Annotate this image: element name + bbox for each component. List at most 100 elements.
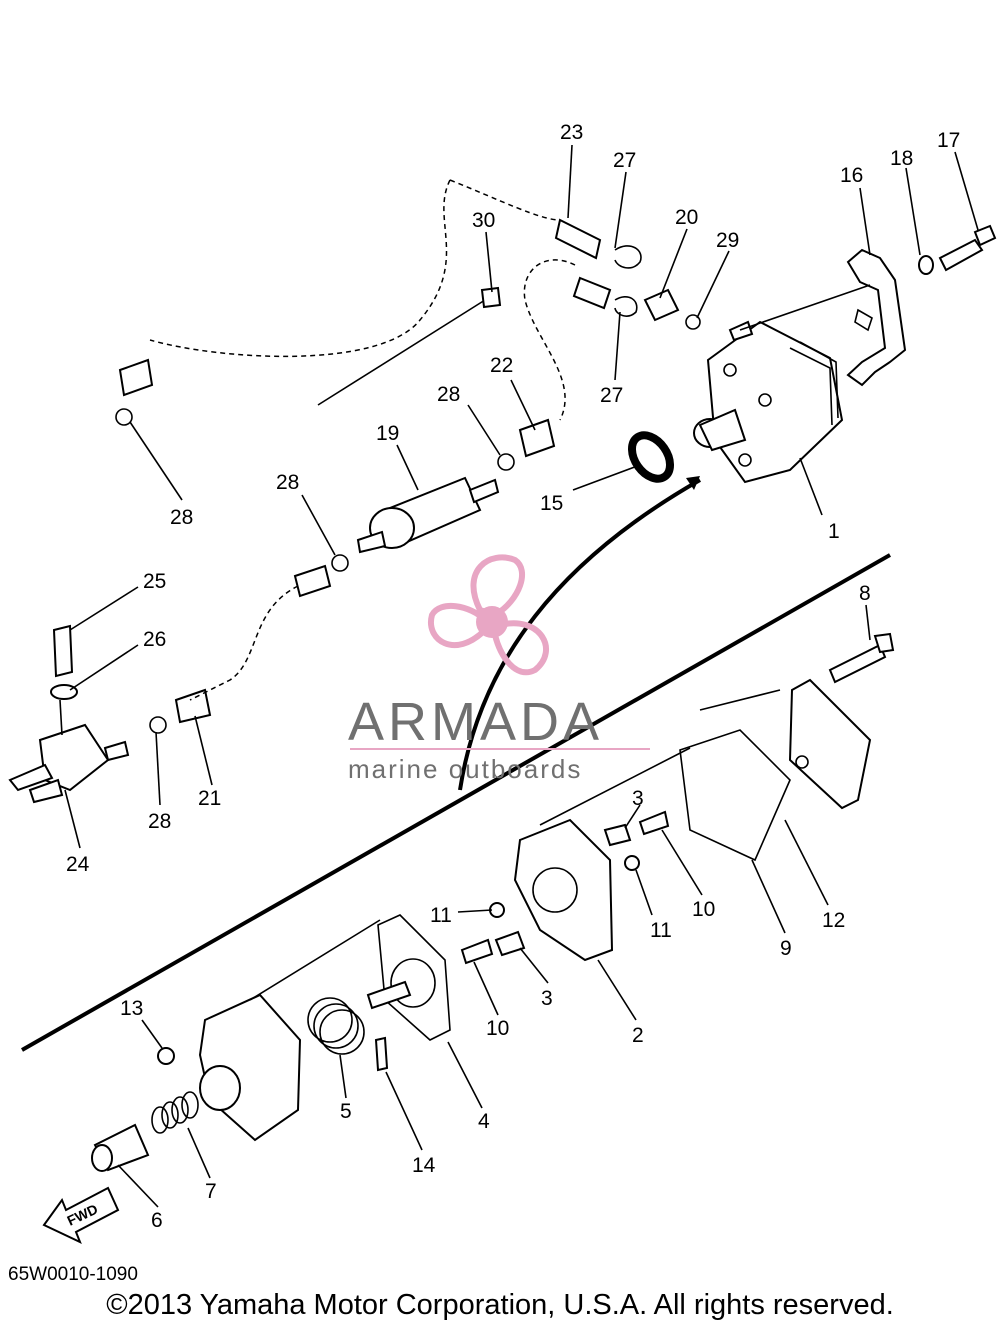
part-label-4: 4 <box>478 1110 490 1133</box>
washer-18 <box>918 255 934 275</box>
clip-28-filter-left <box>331 554 349 572</box>
copyright-notice: ©2013 Yamaha Motor Corporation, U.S.A. A… <box>106 1289 894 1321</box>
part-label-8: 8 <box>859 582 871 605</box>
cable-tie-head <box>480 286 502 309</box>
part-label-28-lower: 28 <box>148 810 171 833</box>
part-label-21: 21 <box>198 787 221 810</box>
part-label-2: 2 <box>632 1024 644 1047</box>
part-label-26: 26 <box>143 628 166 651</box>
pump-housing <box>513 818 614 962</box>
plunger-6-end <box>91 1144 113 1172</box>
nut-13 <box>157 1047 175 1065</box>
part-label-14: 14 <box>412 1154 436 1177</box>
part-label-19: 19 <box>376 422 399 445</box>
part-label-11-left: 11 <box>430 904 452 927</box>
screw-8-head <box>873 632 895 654</box>
nut-11-lower <box>489 902 505 918</box>
part-label-28-middle: 28 <box>276 471 299 494</box>
part-label-6: 6 <box>151 1209 163 1232</box>
part-label-27-lower: 27 <box>600 384 623 407</box>
part-label-30: 30 <box>472 209 495 232</box>
hose-mid <box>293 564 332 598</box>
part-label-28-upper-left: 28 <box>170 506 193 529</box>
valve-3-upper <box>603 823 632 847</box>
clip-28-lower <box>149 716 167 734</box>
hose-upper <box>572 276 612 310</box>
part-label-3-lower: 3 <box>541 987 553 1010</box>
watermark-tagline: marine outboards <box>348 754 582 784</box>
part-label-28-center: 28 <box>437 383 460 406</box>
part-label-12: 12 <box>822 909 845 932</box>
housing-bore <box>532 867 578 913</box>
fuel-joint <box>8 723 130 804</box>
clip-29 <box>685 314 701 330</box>
clip-28-upper-left <box>115 408 133 426</box>
clip-27-upper <box>614 245 642 269</box>
part-label-9: 9 <box>780 937 792 960</box>
gasket <box>679 729 791 862</box>
cover-hole <box>795 755 809 769</box>
fwd-arrow: FWD <box>42 1186 120 1244</box>
hose-21 <box>174 688 212 724</box>
pump-base-port <box>199 1065 241 1111</box>
clip-27-lower <box>614 296 638 317</box>
document-id: 65W0010-1090 <box>8 1264 138 1285</box>
clip-28-filter-right <box>497 453 515 471</box>
fuel-pump-body <box>693 320 844 484</box>
sleeve-20 <box>643 288 680 322</box>
armada-logo <box>427 554 549 676</box>
part-label-10-upper: 10 <box>692 898 715 921</box>
screw-8 <box>828 643 887 684</box>
axis-line-base <box>249 919 381 1001</box>
cable-tie <box>317 299 486 406</box>
part-label-10-lower: 10 <box>486 1017 509 1040</box>
part-label-23: 23 <box>560 121 583 144</box>
valve-3-lower <box>494 930 526 957</box>
arrow-head <box>686 476 700 490</box>
part-label-13: 13 <box>120 997 143 1020</box>
fuel-line-lower <box>189 585 299 701</box>
axis-line-gasket <box>539 747 691 826</box>
fuel-line-center <box>523 259 576 421</box>
section-divider-line <box>21 553 891 1052</box>
diaphragm-center <box>390 958 436 1008</box>
part-labels: 1 2 3 3 4 5 6 7 8 9 10 10 11 11 12 13 14… <box>66 121 960 1232</box>
part-label-11-right: 11 <box>650 919 672 942</box>
bolt-25 <box>52 624 74 678</box>
hose-left-end <box>118 358 154 397</box>
part-label-7: 7 <box>205 1180 217 1203</box>
washer-26 <box>50 684 78 700</box>
part-label-27-upper: 27 <box>613 149 636 172</box>
fuel-line-left <box>149 179 451 358</box>
leader-lines <box>59 144 979 1208</box>
section-divider-curve <box>458 478 701 791</box>
part-label-15: 15 <box>540 492 563 515</box>
screw-10-lower <box>460 938 494 965</box>
fuel-line-upper <box>449 179 561 221</box>
diaphragm <box>377 914 451 1041</box>
part-label-25: 25 <box>143 570 166 593</box>
hose-23 <box>554 218 602 260</box>
part-label-16: 16 <box>840 164 863 187</box>
spring-7 <box>151 1091 199 1134</box>
part-label-20: 20 <box>675 206 698 229</box>
axis-line-top <box>739 284 871 331</box>
screw-10-upper <box>638 810 670 836</box>
part-label-22: 22 <box>490 354 513 377</box>
spring-5 <box>307 997 365 1055</box>
watermark-name: ARMADA <box>348 692 603 752</box>
o-ring <box>627 431 675 483</box>
part-label-17: 17 <box>937 129 960 152</box>
hose-22 <box>518 418 556 458</box>
bracket-tab <box>854 308 873 332</box>
pin-14 <box>374 1036 389 1072</box>
part-label-18: 18 <box>890 147 913 170</box>
fuel-filter <box>356 476 500 554</box>
part-label-3-upper: 3 <box>632 787 644 810</box>
diaphragm-rod <box>366 980 412 1010</box>
part-label-5: 5 <box>340 1100 352 1123</box>
axis-line-cover <box>699 689 781 711</box>
bracket <box>846 248 907 387</box>
part-label-29: 29 <box>716 229 739 252</box>
